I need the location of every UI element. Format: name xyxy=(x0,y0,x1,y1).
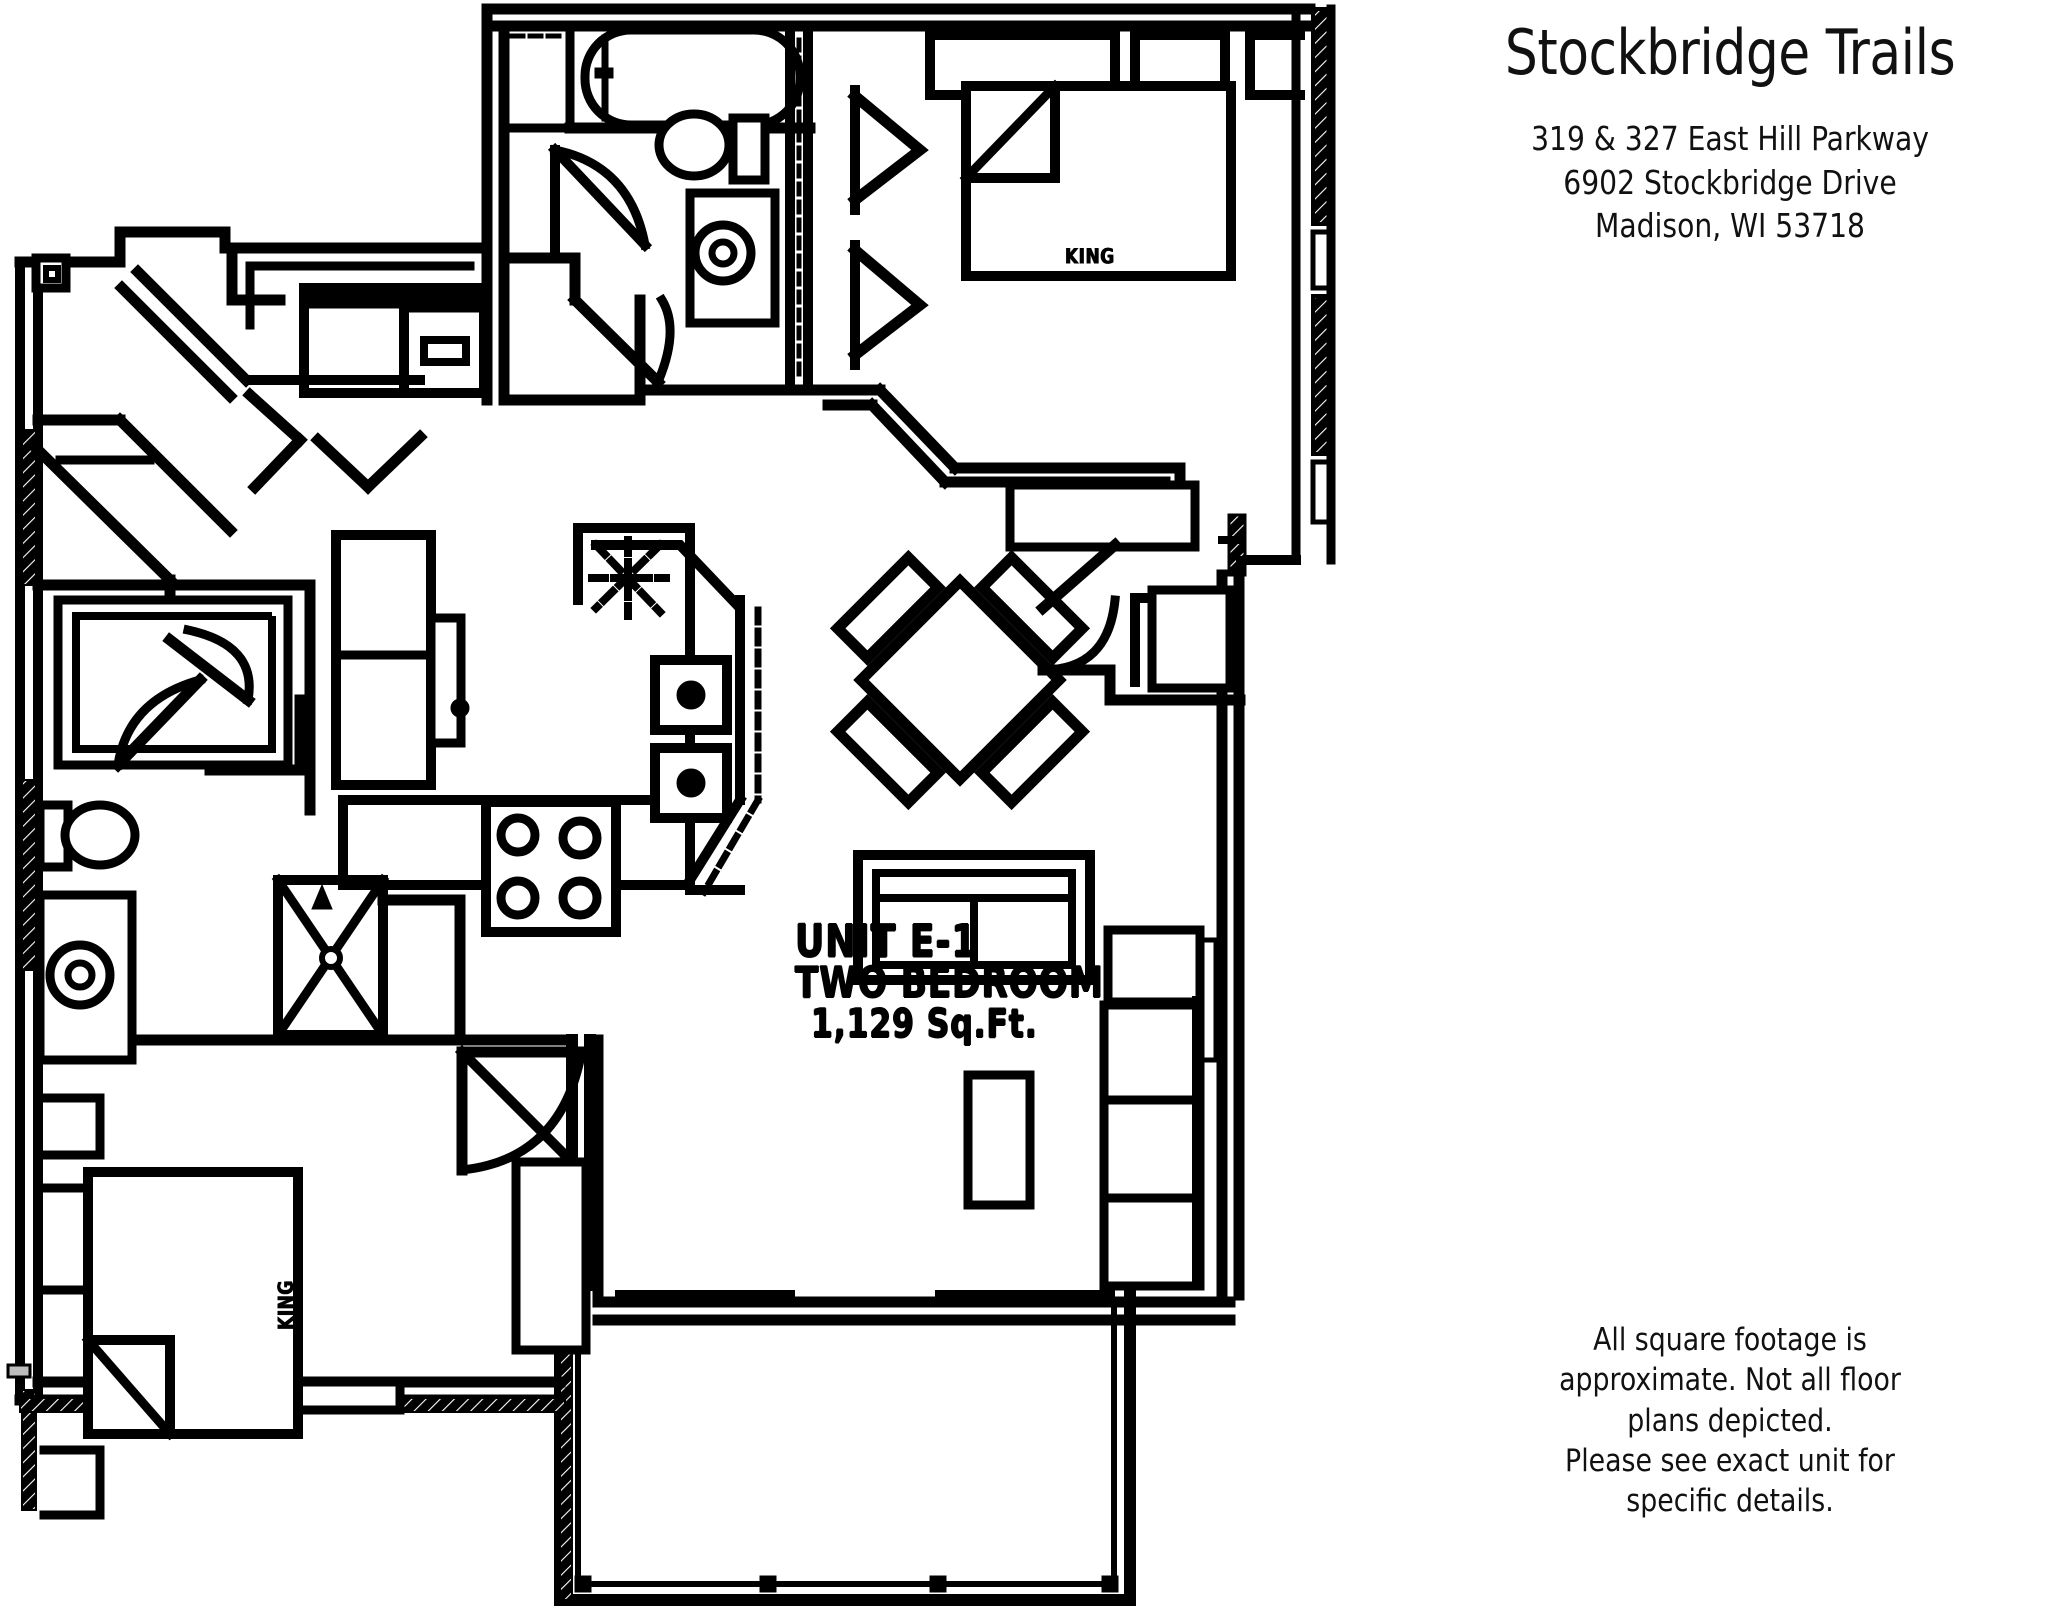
unit-type-label: TWO BEDROOM xyxy=(795,959,1104,1009)
master-bedroom xyxy=(804,30,1305,552)
mechanical-closet xyxy=(271,873,390,1042)
address-line-2: 6902 Stockbridge Drive xyxy=(1563,162,1897,202)
unit-annotation: UNIT E-1 TWO BEDROOM 1,129 Sq.Ft. xyxy=(795,915,1120,1043)
disclaimer-block: All square footage is approximate. Not a… xyxy=(1470,1320,1990,1521)
toilet-second xyxy=(35,800,140,872)
sectional-sofa xyxy=(1099,925,1205,1291)
living-room-furniture xyxy=(853,850,1205,1291)
unit-area-label: 1,129 Sq.Ft. xyxy=(811,999,1038,1046)
master-bed-label: KING xyxy=(1065,244,1115,270)
refrigerator xyxy=(331,530,470,790)
address-line-3: Madison, WI 53718 xyxy=(1595,206,1865,246)
sofa xyxy=(853,850,1095,985)
bed-second xyxy=(81,1167,303,1441)
second-bed-label: KING xyxy=(274,1280,300,1330)
disclaimer-line-4: Please see exact unit for xyxy=(1565,1442,1895,1479)
disclaimer-line-1: All square footage is xyxy=(1593,1322,1867,1358)
exterior-walls xyxy=(481,3,1316,32)
disclaimer-line-5: specific details. xyxy=(1626,1483,1834,1520)
address-line-1: 319 & 327 East Hill Parkway xyxy=(1531,119,1929,159)
master-bathroom-walls xyxy=(481,3,816,406)
disclaimer-line-2: approximate. Not all floor xyxy=(1559,1362,1901,1399)
bed-master xyxy=(959,79,1236,281)
toilet-master xyxy=(654,109,770,185)
second-bathroom xyxy=(32,579,316,1065)
patio-outline xyxy=(554,1279,1136,1606)
property-title: Stockbridge Trails xyxy=(1504,16,1956,89)
master-vanity xyxy=(685,188,780,328)
range-cooktop xyxy=(481,797,621,937)
kitchen-sink xyxy=(650,655,732,823)
dining-set xyxy=(829,537,1246,811)
kitchen xyxy=(331,523,763,937)
second-bedroom xyxy=(39,1093,591,1520)
master-closet xyxy=(785,21,929,395)
laundry-closet xyxy=(226,242,493,495)
property-info-panel: Stockbridge Trails 319 & 327 East Hill P… xyxy=(1440,20,2020,248)
second-vanity xyxy=(35,890,137,1065)
disclaimer-line-3: plans depicted. xyxy=(1627,1402,1833,1439)
unit-id-label: UNIT E-1 xyxy=(795,915,978,968)
